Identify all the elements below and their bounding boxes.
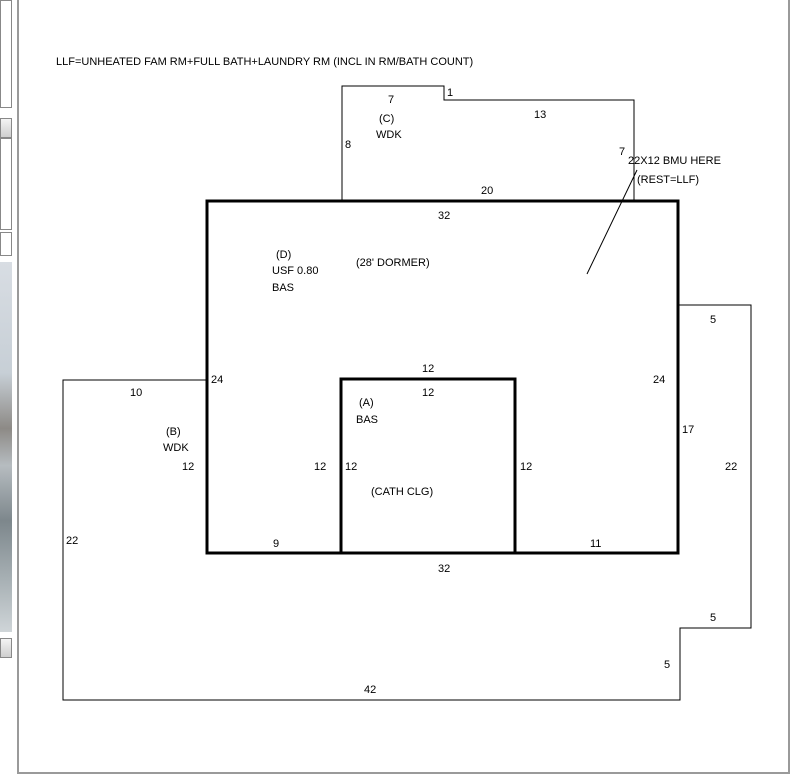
dormer-label: (28' DORMER) (356, 257, 430, 269)
area-a-type: BAS (356, 414, 378, 426)
area-c-code: (C) (379, 113, 394, 125)
left-panel-photo (0, 262, 12, 632)
bmu-label: 22X12 BMU HERE (628, 155, 721, 167)
area-d-code: (D) (276, 249, 291, 261)
dim-label: 32 (438, 563, 450, 575)
dim-label: 24 (653, 374, 665, 386)
area-d-outline (205, 199, 680, 555)
dim-label: 42 (364, 684, 376, 696)
area-d-type: BAS (272, 282, 294, 294)
cath-clg-label: (CATH CLG) (371, 486, 433, 498)
dim-label: 10 (130, 387, 142, 399)
dim-label: 7 (619, 146, 625, 158)
dim-label: 9 (273, 538, 279, 550)
dim-label: 1 (447, 87, 453, 99)
area-c-type: WDK (376, 129, 402, 141)
dim-label: 24 (211, 374, 223, 386)
area-a-outline (339, 377, 517, 553)
sketch-frame (17, 0, 790, 774)
left-panel-box (0, 0, 12, 108)
area-a-code: (A) (359, 397, 374, 409)
dim-label: 11 (590, 538, 601, 550)
dim-label: 22 (66, 535, 78, 547)
left-panel-strip (0, 0, 12, 776)
bmu-pointer-line (586, 169, 638, 275)
dim-label: 5 (664, 659, 670, 671)
dim-label: 8 (345, 139, 351, 151)
dim-label: 13 (534, 109, 546, 121)
area-b-outline (62, 304, 752, 701)
left-panel-box (0, 232, 12, 256)
dim-label: 12 (345, 461, 357, 473)
area-c-outline (341, 85, 635, 201)
dim-label: 12 (422, 363, 434, 375)
dim-label: 12 (314, 461, 326, 473)
dim-label: 5 (710, 612, 716, 624)
dim-label: 20 (481, 185, 493, 197)
left-panel-button[interactable] (0, 638, 12, 658)
left-panel-button[interactable] (0, 118, 12, 138)
dim-label: 17 (682, 424, 694, 436)
area-d-factor: USF 0.80 (272, 265, 318, 277)
left-panel-box (0, 138, 12, 230)
dim-label: 5 (710, 314, 716, 326)
bmu-sublabel: (REST=LLF) (637, 174, 699, 186)
dim-label: 22 (725, 461, 737, 473)
dim-label: 12 (422, 387, 434, 399)
dim-label: 12 (520, 461, 532, 473)
dim-label: 12 (182, 461, 194, 473)
area-b-type: WDK (163, 442, 189, 454)
area-b-code: (B) (166, 426, 181, 438)
dim-label: 7 (388, 94, 394, 106)
sketch-note: LLF=UNHEATED FAM RM+FULL BATH+LAUNDRY RM… (56, 56, 473, 68)
dim-label: 32 (438, 210, 450, 222)
